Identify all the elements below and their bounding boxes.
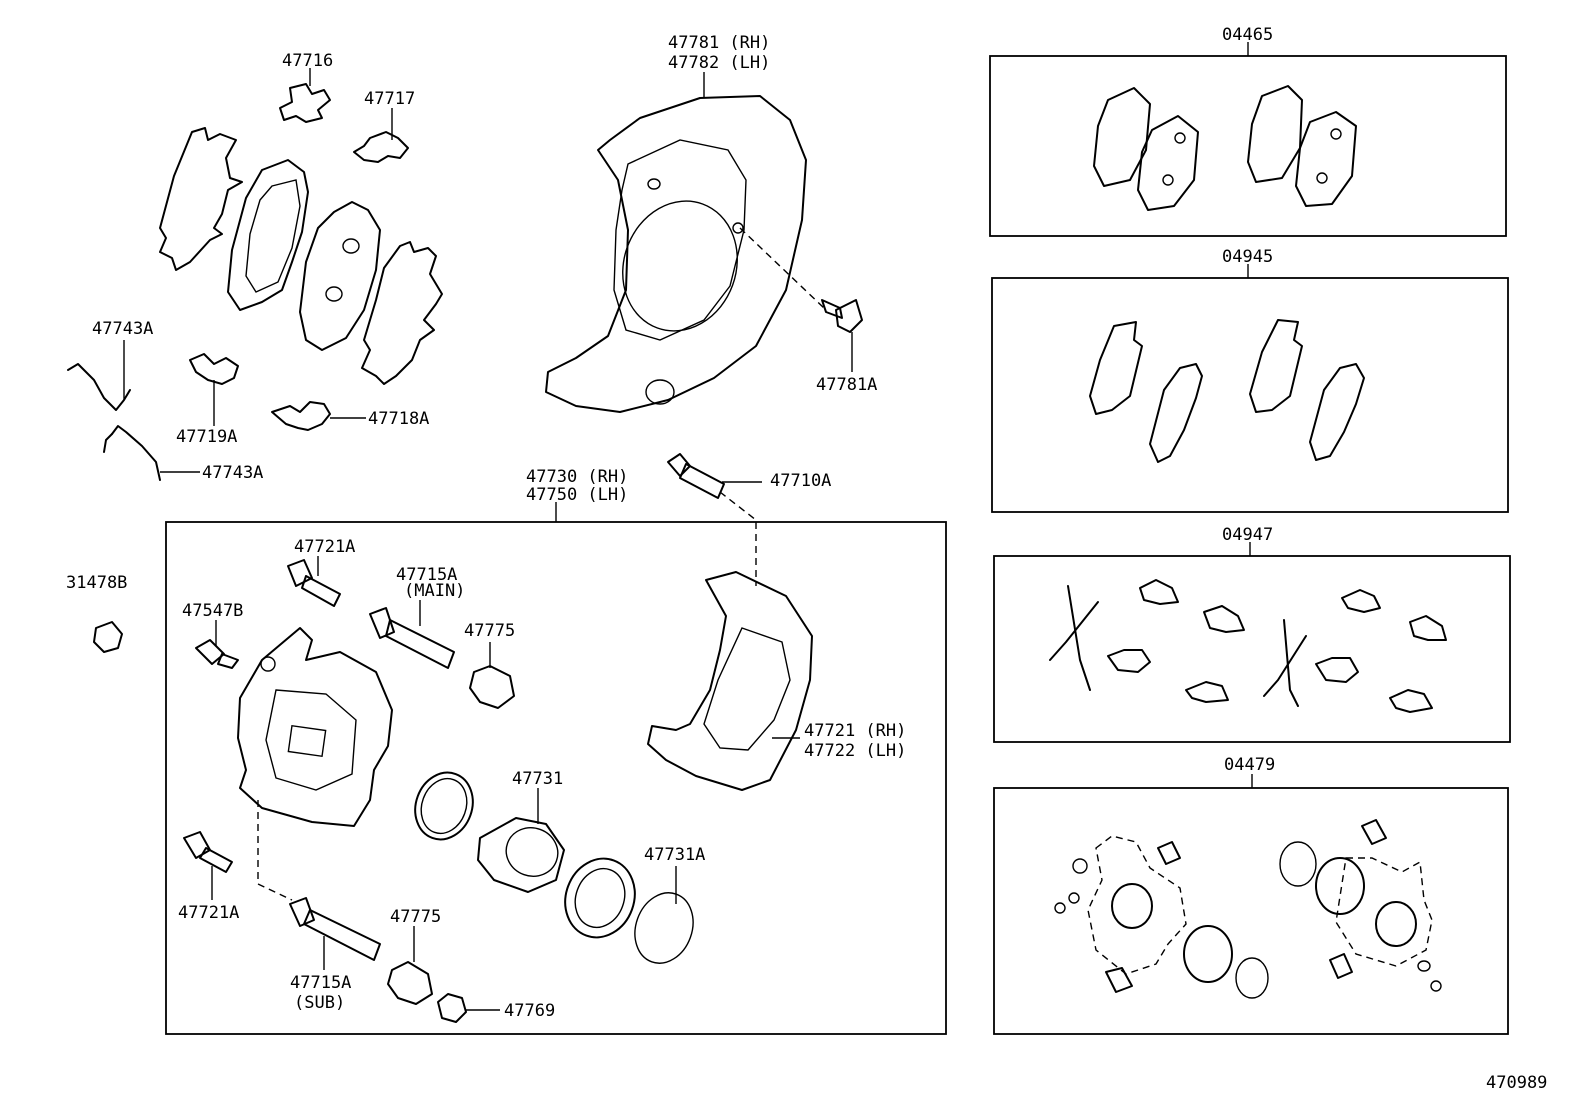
piston-47731: [477, 788, 565, 893]
bleeder-plug-47547B: [195, 620, 239, 669]
label-47715A-sub: 47715A: [290, 973, 351, 993]
dust-cover-bolt-47781A: [821, 299, 863, 372]
cap-47769: [437, 993, 500, 1023]
label-sub-note: (SUB): [294, 993, 345, 1013]
bolt-guide-47710A: [719, 491, 757, 521]
kit-04947-box: [993, 542, 1511, 743]
label-47775-top: 47775: [464, 621, 515, 641]
label-47721A-bottom: 47721A: [178, 903, 239, 923]
anti-rattle-spring-47718A: [271, 401, 366, 431]
disc-brake-pad-inner: [299, 201, 381, 351]
kit-04945-box: [991, 264, 1509, 513]
kit-code-04947: 04947: [1222, 525, 1273, 545]
slide-pin-47715A-sub: [289, 897, 381, 970]
kit-04465-box: [989, 42, 1507, 237]
label-47722-lh: 47722 (LH): [804, 741, 906, 761]
cylinder-bolt-47721A-top: [287, 556, 341, 607]
piston-seal-47731A-ring: [414, 771, 474, 841]
label-47547B: 47547B: [182, 601, 243, 621]
label-47715A-main: 47715A: [396, 565, 457, 585]
label-47731: 47731: [512, 769, 563, 789]
caliper-cylinder-body: [237, 627, 393, 827]
label-47730-rh: 47730 (RH): [526, 467, 628, 487]
boot-47775-bottom: [387, 926, 433, 1005]
disc-brake-mounting-47721: [647, 571, 813, 791]
label-47716: 47716: [282, 51, 333, 71]
guide-slide-pin-sub: [257, 883, 293, 901]
label-47781-rh: 47781 (RH): [668, 33, 770, 53]
cylinder-bolt-47721A-bottom: [183, 831, 233, 900]
label-47743A-top: 47743A: [92, 319, 153, 339]
label-47750-lh: 47750 (LH): [526, 485, 628, 505]
disc-brake-pad-outer: [227, 159, 309, 311]
label-47717: 47717: [364, 89, 415, 109]
disc-brake-dust-cover: [545, 72, 807, 413]
label-47781A: 47781A: [816, 375, 877, 395]
label-main-note: (MAIN): [404, 581, 465, 601]
label-47731A: 47731A: [644, 845, 705, 865]
label-47721A-top: 47721A: [294, 537, 355, 557]
pad-support-plate-47719A: [189, 353, 239, 426]
cylinder-boot-47731A: [564, 857, 636, 939]
pad-support-plate-47717: [353, 108, 409, 163]
piston-seal-47731A: [634, 866, 694, 964]
label-47743A-bottom: 47743A: [202, 463, 263, 483]
anti-squeal-shim-inner: [361, 241, 443, 385]
slide-pin-47715A-main: [369, 600, 455, 669]
anti-squeal-shim-outer: [159, 127, 243, 271]
kit-code-04479: 04479: [1224, 755, 1275, 775]
label-31478B: 31478B: [66, 573, 127, 593]
pad-support-plate-47716: [279, 68, 331, 123]
label-47710A: 47710A: [770, 471, 831, 491]
kit-code-04465: 04465: [1222, 25, 1273, 45]
caliper-bolt-47710A: [667, 453, 762, 499]
boot-47775-top: [469, 642, 515, 709]
pad-wear-indicator-47743A: [67, 340, 200, 481]
label-47775-bottom: 47775: [390, 907, 441, 927]
label-47719A: 47719A: [176, 427, 237, 447]
kit-04479-box: [993, 774, 1509, 1035]
label-47721-rh: 47721 (RH): [804, 721, 906, 741]
label-47769: 47769: [504, 1001, 555, 1021]
cap-31478B: [93, 621, 123, 653]
label-47718A: 47718A: [368, 409, 429, 429]
diagram-id: 470989: [1486, 1073, 1547, 1093]
dust-cover-bolt-guide: [739, 227, 825, 309]
label-47782-lh: 47782 (LH): [668, 53, 770, 73]
kit-code-04945: 04945: [1222, 247, 1273, 267]
